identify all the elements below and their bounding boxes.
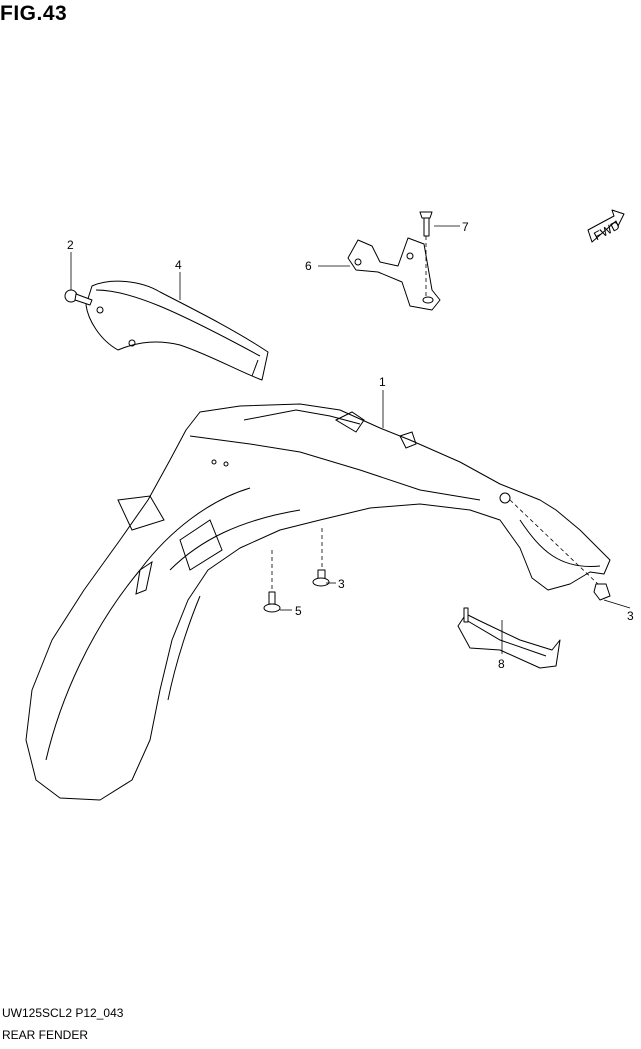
callout-2: 2 xyxy=(67,238,74,252)
model-code: UW125SCL2 P12_043 xyxy=(2,1006,124,1020)
callout-6: 6 xyxy=(305,259,312,273)
leader-lines xyxy=(70,225,631,654)
fwd-arrow-icon: FWD xyxy=(587,209,625,243)
callout-4: 4 xyxy=(175,258,182,272)
part-1-rear-fender[interactable] xyxy=(25,403,611,801)
callout-5: 5 xyxy=(295,604,302,618)
part-3-bolt-center[interactable] xyxy=(312,528,330,587)
part-4-side-cover[interactable] xyxy=(85,280,269,381)
part-5-screw[interactable] xyxy=(263,550,281,613)
part-2-screw[interactable] xyxy=(64,289,93,306)
part-3-bolt-right[interactable] xyxy=(509,499,611,601)
part-6-bracket[interactable] xyxy=(347,237,441,311)
callout-3-right: 3 xyxy=(627,609,634,623)
figure-title: FIG.43 xyxy=(0,2,68,25)
callout-7: 7 xyxy=(462,220,469,234)
section-name: REAR FENDER xyxy=(2,1028,89,1042)
callout-1: 1 xyxy=(379,375,386,389)
part-7-bolt[interactable] xyxy=(419,211,433,296)
callout-3-center: 3 xyxy=(338,577,345,591)
callout-8: 8 xyxy=(498,657,505,671)
part-8-mudflap[interactable] xyxy=(457,607,561,669)
